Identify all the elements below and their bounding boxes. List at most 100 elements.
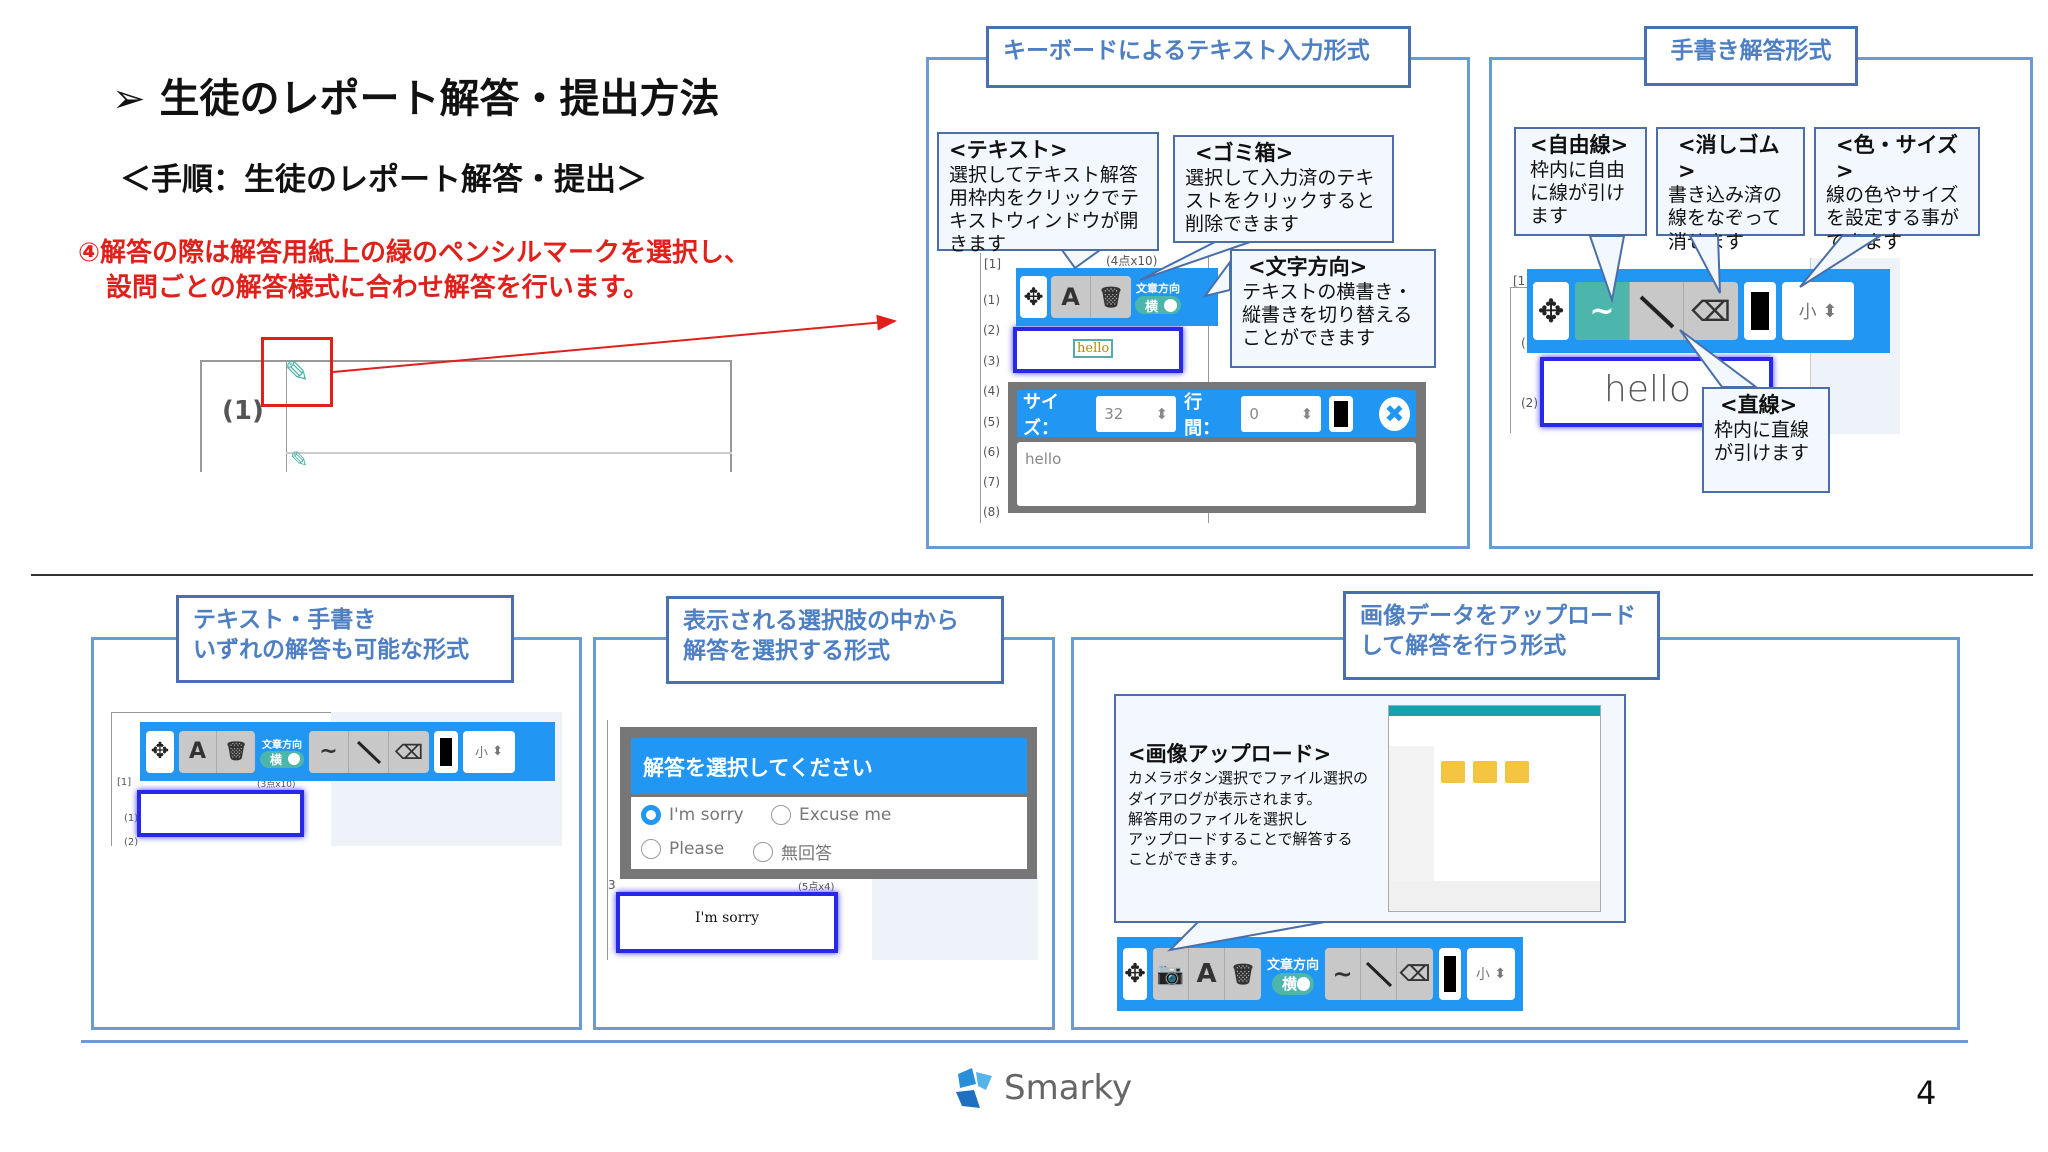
row-label: (2) bbox=[124, 837, 139, 848]
footer-line bbox=[81, 1040, 1968, 1043]
size-label: サイズ： bbox=[1023, 391, 1059, 439]
file-dialog-screenshot bbox=[1388, 705, 1601, 912]
text-tool-button[interactable]: A bbox=[1189, 948, 1225, 1000]
freehand-icon[interactable]: ~ bbox=[1575, 282, 1630, 340]
pencil-highlight-box[interactable]: ✎ bbox=[261, 337, 333, 407]
text-window-input[interactable]: hello bbox=[1017, 442, 1416, 506]
straight-line-icon[interactable] bbox=[1630, 282, 1684, 340]
answer-field-highlight[interactable]: hello bbox=[1013, 327, 1183, 373]
row-label: (7) bbox=[983, 475, 1000, 489]
move-icon[interactable]: ✥ bbox=[1123, 948, 1147, 1000]
size-input[interactable]: 32 ⬍ bbox=[1096, 395, 1177, 432]
size-value: 小 bbox=[1798, 302, 1817, 323]
text-tool-button[interactable]: A bbox=[179, 730, 217, 773]
page-title: ➢ 生徒のレポート解答・提出方法 bbox=[112, 76, 720, 122]
size-select[interactable]: 小 ⬍ bbox=[1467, 948, 1516, 1000]
section-label: [1 bbox=[1513, 274, 1526, 288]
callout-eraser: <消しゴム>書き込み済の線をなぞって消せます bbox=[1656, 127, 1805, 253]
callout-straight-line: <直線>枠内に直線が引けます bbox=[1702, 387, 1830, 493]
drawing-tools-group: ~ ⌫ bbox=[1575, 282, 1738, 340]
text-direction-toggle[interactable]: 文章方向横 bbox=[260, 739, 304, 768]
points-label: (3点x10) bbox=[257, 780, 296, 790]
direction-value: 横 bbox=[1145, 299, 1159, 315]
straight-line-icon[interactable] bbox=[1361, 948, 1398, 1000]
row-label: (6) bbox=[983, 445, 1000, 459]
row-label: (2) bbox=[983, 323, 1000, 337]
color-picker[interactable] bbox=[434, 730, 458, 773]
row-label: (3) bbox=[983, 354, 1000, 368]
color-picker[interactable] bbox=[1439, 948, 1462, 1000]
color-picker[interactable] bbox=[1744, 282, 1776, 340]
smarky-logo: Smarky bbox=[950, 1066, 1132, 1110]
text-direction-toggle[interactable]: 文章方向 横 bbox=[1135, 280, 1181, 315]
pencil-icon[interactable]: ✎ bbox=[290, 448, 309, 473]
straight-line-icon[interactable] bbox=[349, 730, 389, 773]
row-label: (4) bbox=[983, 384, 1000, 398]
mixed-panel-title: テキスト・手書きいずれの解答も可能な形式 bbox=[176, 595, 514, 683]
callout-text-tool: <テキスト>選択してテキスト解答用枠内をクリックでテキストウィンドウが開きます bbox=[937, 132, 1159, 255]
option-radio[interactable]: Please bbox=[641, 839, 724, 859]
row-label: (5) bbox=[983, 415, 1000, 429]
logo-icon bbox=[956, 1068, 992, 1108]
move-icon[interactable]: ✥ bbox=[146, 730, 174, 773]
callout-freehand: <自由線>枠内に自由に線が引けます bbox=[1514, 127, 1647, 236]
instruction-line-1: ④解答の際は解答用紙上の緑のペンシルマークを選択し、 bbox=[78, 238, 751, 268]
section-label: [1] bbox=[984, 257, 1001, 271]
section-divider bbox=[31, 574, 2033, 576]
handwriting-panel-title: 手書き解答形式 bbox=[1644, 26, 1858, 86]
text-toolbar: ✥ A 🗑 文章方向 横 bbox=[1016, 268, 1218, 326]
callout-color-size: <色・サイズ>線の色やサイズを設定する事ができます bbox=[1814, 127, 1980, 253]
line-spacing-value: 0 bbox=[1249, 404, 1259, 423]
logo-text: Smarky bbox=[1004, 1068, 1133, 1108]
row-label: (8) bbox=[983, 505, 1000, 519]
text-tool-button[interactable]: A bbox=[1051, 276, 1091, 318]
size-select[interactable]: 小 ⬍ bbox=[1782, 282, 1854, 340]
answer-text: hello bbox=[1073, 339, 1114, 358]
trash-icon[interactable]: 🗑 bbox=[1098, 285, 1124, 309]
section-label: 3 bbox=[608, 878, 616, 892]
freehand-icon[interactable]: ~ bbox=[309, 730, 349, 773]
camera-icon[interactable]: 📷 bbox=[1153, 948, 1189, 1000]
text-direction-toggle[interactable]: 文章方向横 bbox=[1267, 957, 1320, 995]
answer-field-highlight[interactable] bbox=[137, 790, 304, 837]
trash-icon[interactable]: 🗑 bbox=[1230, 962, 1256, 986]
close-icon[interactable]: ✖ bbox=[1378, 396, 1410, 431]
stepper-icon: ⬍ bbox=[1155, 404, 1169, 423]
size-value: 32 bbox=[1104, 404, 1124, 423]
eraser-icon[interactable]: ⌫ bbox=[394, 739, 424, 764]
move-icon[interactable]: ✥ bbox=[1020, 276, 1047, 318]
page-number: 4 bbox=[1916, 1074, 1937, 1112]
answer-field-highlight[interactable]: I'm sorry bbox=[616, 892, 838, 953]
points-label: (5点x4) bbox=[798, 882, 835, 893]
row-label: (1) bbox=[983, 293, 1000, 307]
move-icon[interactable]: ✥ bbox=[1533, 282, 1569, 340]
option-radio[interactable]: Excuse me bbox=[771, 805, 891, 825]
procedure-subtitle: ＜手順：生徒のレポート解答・提出＞ bbox=[120, 162, 647, 198]
handwriting-toolbar: ✥ ~ ⌫ 小 ⬍ bbox=[1527, 269, 1890, 353]
handwritten-answer: hello bbox=[1604, 369, 1691, 410]
line-spacing-label: 行間： bbox=[1184, 391, 1221, 439]
text-tools-group: A 🗑 bbox=[1051, 276, 1131, 318]
color-picker[interactable] bbox=[1329, 395, 1353, 432]
answer-text: I'm sorry bbox=[694, 910, 759, 926]
pencil-icon: ✎ bbox=[284, 354, 310, 390]
eraser-icon[interactable]: ⌫ bbox=[1691, 294, 1731, 328]
option-radio[interactable]: I'm sorry bbox=[641, 805, 744, 825]
line-spacing-input[interactable]: 0⬍ bbox=[1241, 395, 1322, 432]
callout-text-direction: <文字方向>テキストの横書き・縦書きを切り替えることができます bbox=[1230, 249, 1436, 368]
stepper-icon: ⬍ bbox=[1300, 404, 1314, 423]
upload-toolbar: ✥ 📷A🗑 文章方向横 ~ ⌫ 小 ⬍ bbox=[1117, 937, 1523, 1011]
size-select[interactable]: 小 ⬍ bbox=[463, 730, 515, 773]
trash-icon[interactable]: 🗑 bbox=[224, 741, 248, 762]
instruction-line-2: 設問ごとの解答様式に合わせ解答を行います。 bbox=[106, 273, 650, 303]
upload-panel-title: 画像データをアップロードして解答を行う形式 bbox=[1343, 591, 1660, 680]
option-radio[interactable]: 無回答 bbox=[753, 839, 832, 864]
mixed-toolbar: ✥ A 🗑 文章方向横 ~ ⌫ 小 ⬍ bbox=[140, 722, 555, 781]
row-label: (2) bbox=[1521, 396, 1538, 410]
text-window: サイズ： 32⬍ 行間： 0⬍ ✖ hello bbox=[1008, 382, 1426, 513]
eraser-icon[interactable]: ⌫ bbox=[1399, 961, 1431, 987]
row-label: (1) bbox=[124, 813, 139, 824]
choice-dialog-title: 解答を選択してください bbox=[631, 738, 1027, 794]
freehand-icon[interactable]: ~ bbox=[1325, 948, 1362, 1000]
direction-label: 文章方向 bbox=[1136, 282, 1180, 295]
